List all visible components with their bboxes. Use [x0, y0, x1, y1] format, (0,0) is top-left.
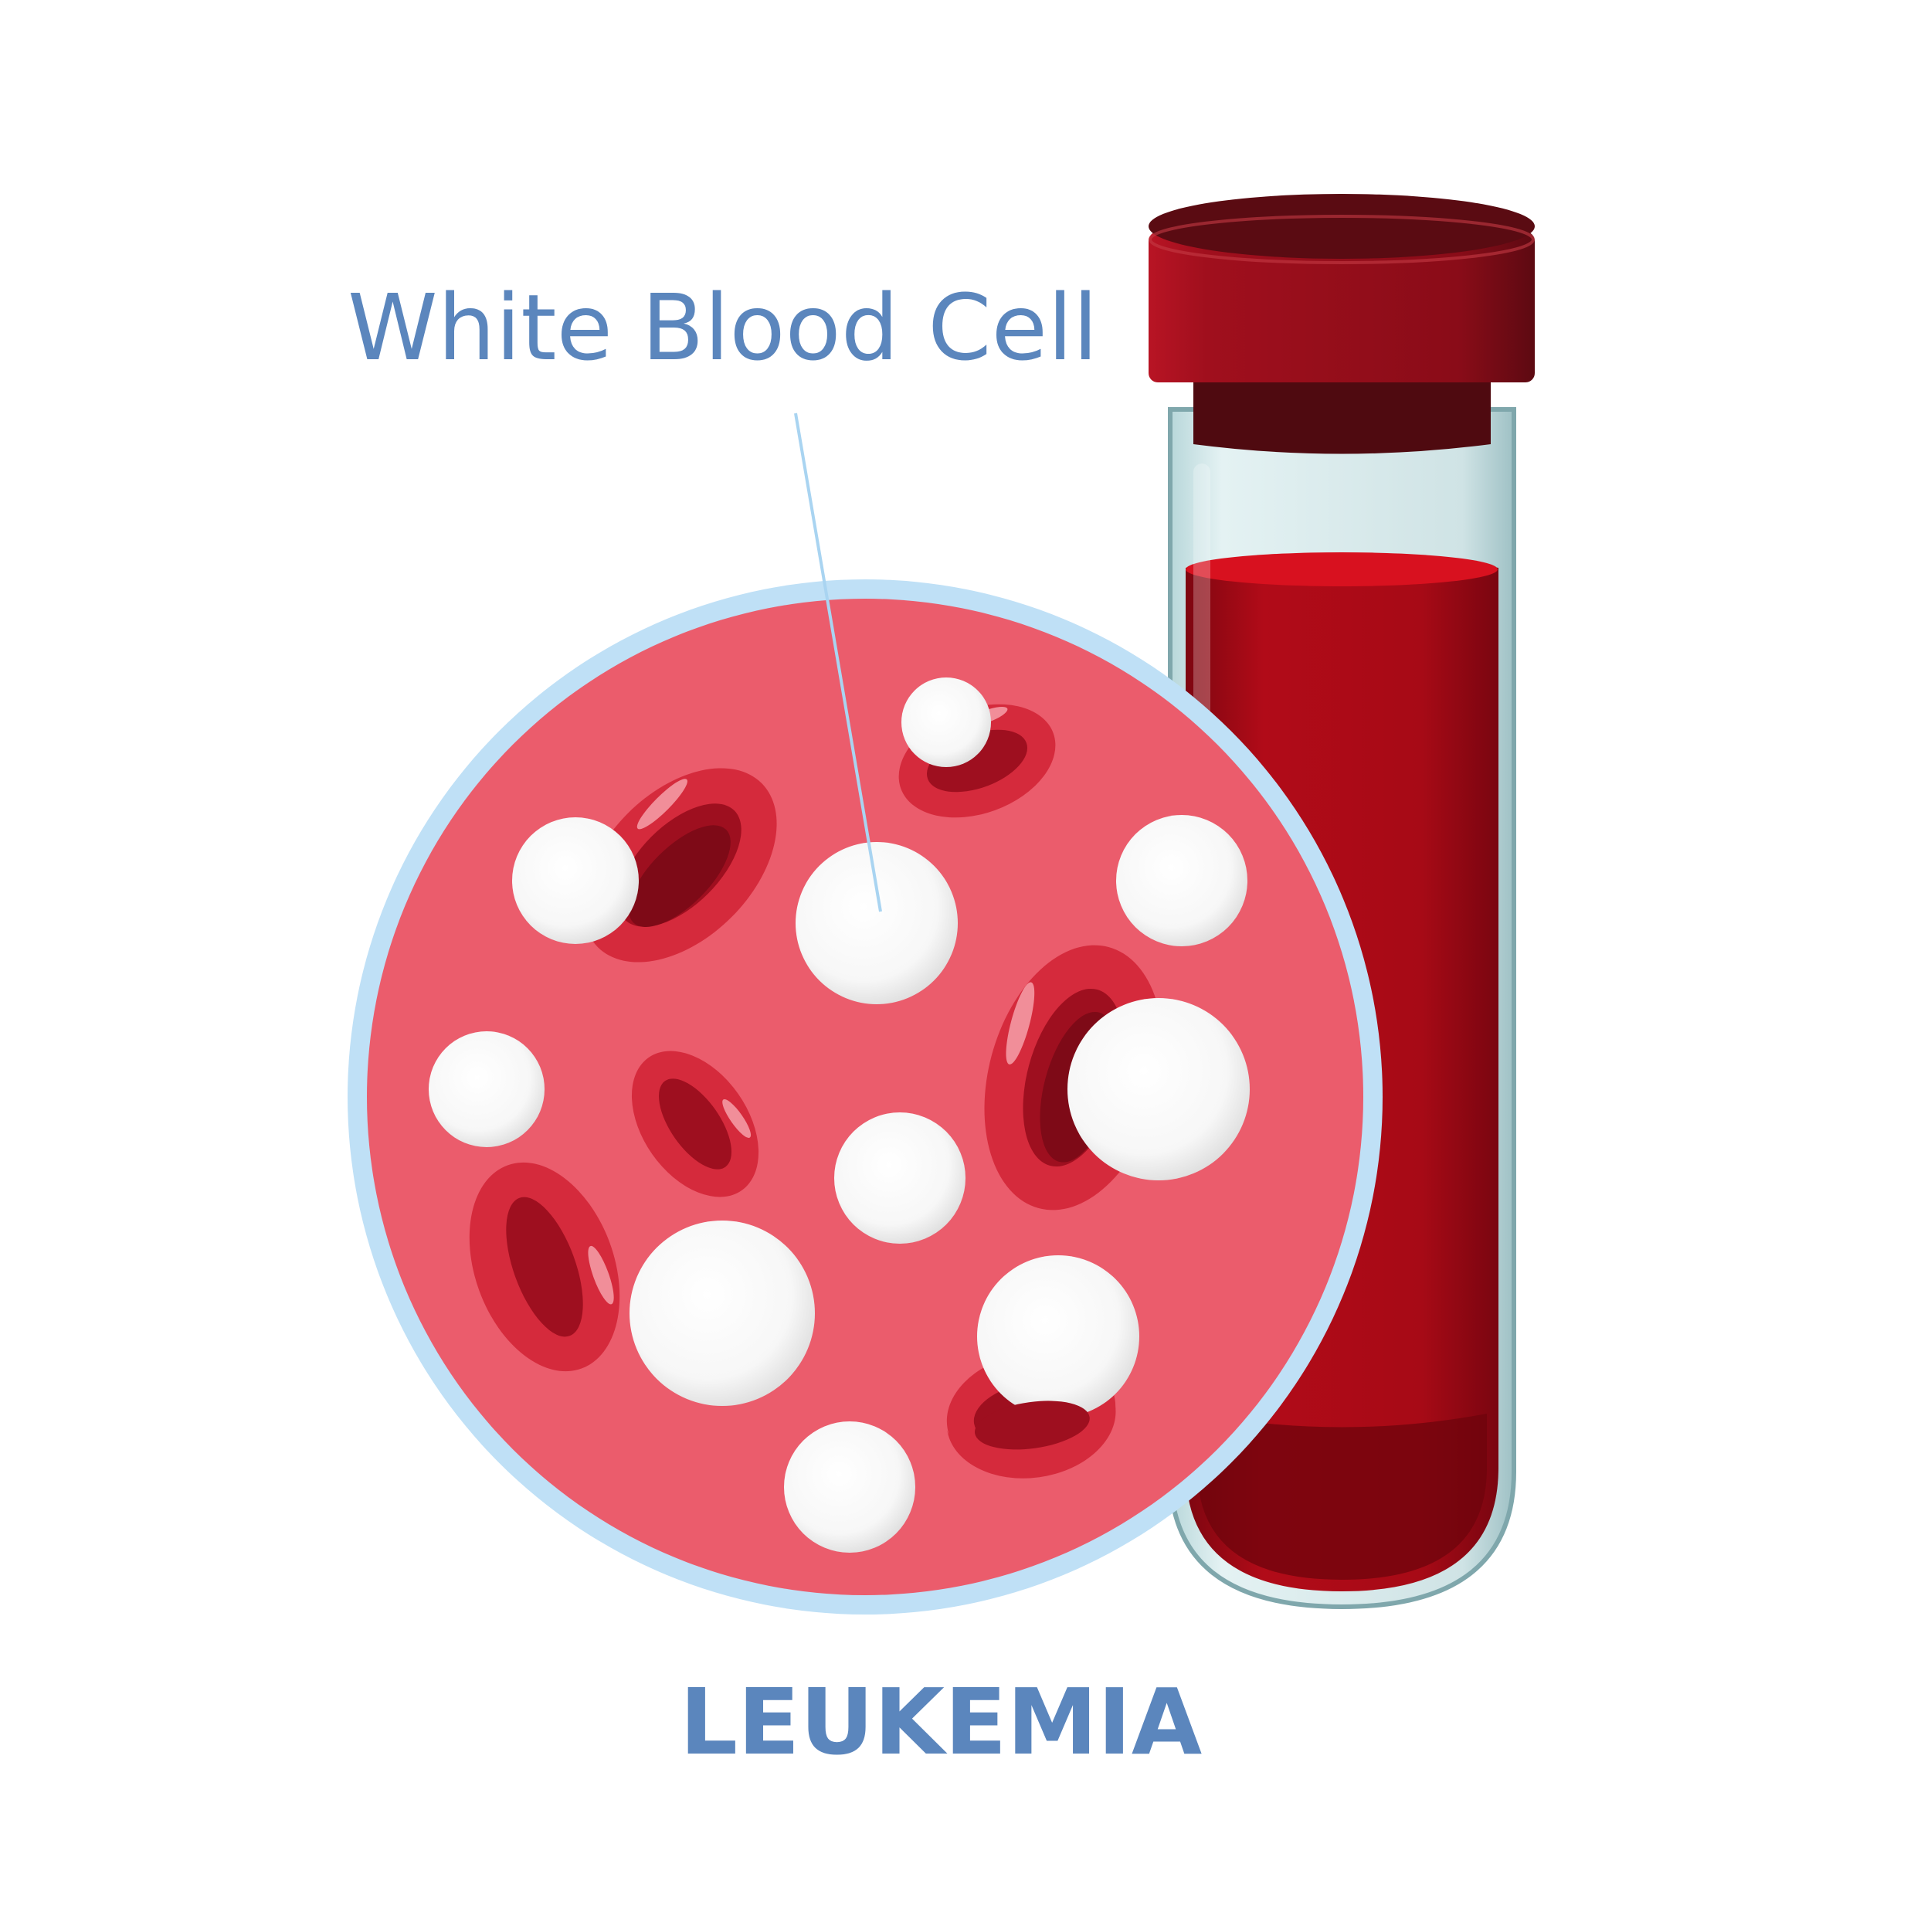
red-blood-cell — [469, 1162, 620, 1372]
magnified-blood-view — [348, 579, 1383, 1615]
blood-sediment — [1197, 1414, 1487, 1580]
white-blood-cell — [429, 677, 1250, 1553]
red-blood-cell — [582, 768, 777, 963]
diagram-title: LEUKEMIA — [680, 1669, 1202, 1775]
tube-cap — [1149, 232, 1535, 382]
red-blood-cell — [947, 1401, 1116, 1479]
tube-stopper — [1193, 371, 1491, 454]
red-blood-cell — [631, 1051, 759, 1197]
callout-line — [794, 413, 882, 912]
tube-cap-top — [1149, 194, 1535, 259]
callout-label: White Blood Cell — [348, 274, 1098, 381]
tube-cap-rim — [1149, 215, 1535, 264]
blood-surface — [1186, 552, 1498, 586]
